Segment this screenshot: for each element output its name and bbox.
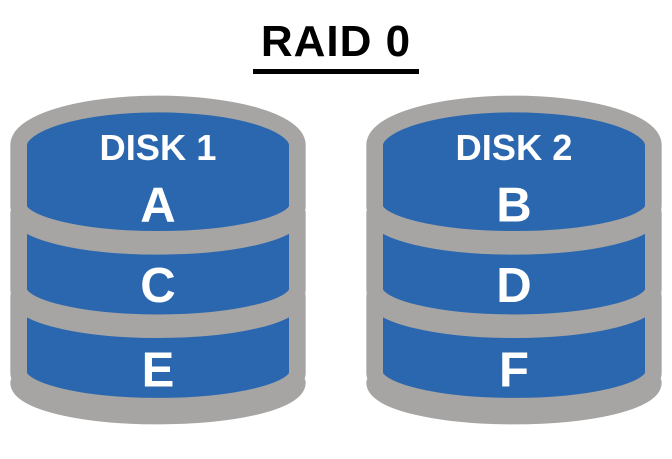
disk-cylinder-icon: DISK 2 B D F xyxy=(366,95,662,425)
disk-2: DISK 2 B D F xyxy=(357,88,671,432)
page-title-text: RAID 0 xyxy=(252,20,420,74)
disk-2-block-d: D xyxy=(496,259,531,313)
disk-1-block-a: A xyxy=(140,179,175,233)
disk-1-name-label: DISK 1 xyxy=(100,127,217,168)
disk-cylinder-icon: DISK 1 A C E xyxy=(10,95,306,425)
disk-2-block-b: B xyxy=(496,179,531,233)
disk-bottom-rim xyxy=(10,374,306,425)
disk-1: DISK 1 A C E xyxy=(1,88,315,432)
disk-2-name-label: DISK 2 xyxy=(456,127,573,168)
disk-2-block-f: F xyxy=(499,344,529,398)
disk-1-block-e: E xyxy=(142,344,175,398)
disk-segment-top xyxy=(366,95,662,248)
disk-segment-top xyxy=(10,95,306,248)
disk-bottom-rim xyxy=(366,374,662,425)
disk-1-block-c: C xyxy=(140,259,175,313)
page-title: RAID 0 xyxy=(252,20,420,74)
disks-row: DISK 1 A C E DISK 2 B D F xyxy=(0,88,672,432)
